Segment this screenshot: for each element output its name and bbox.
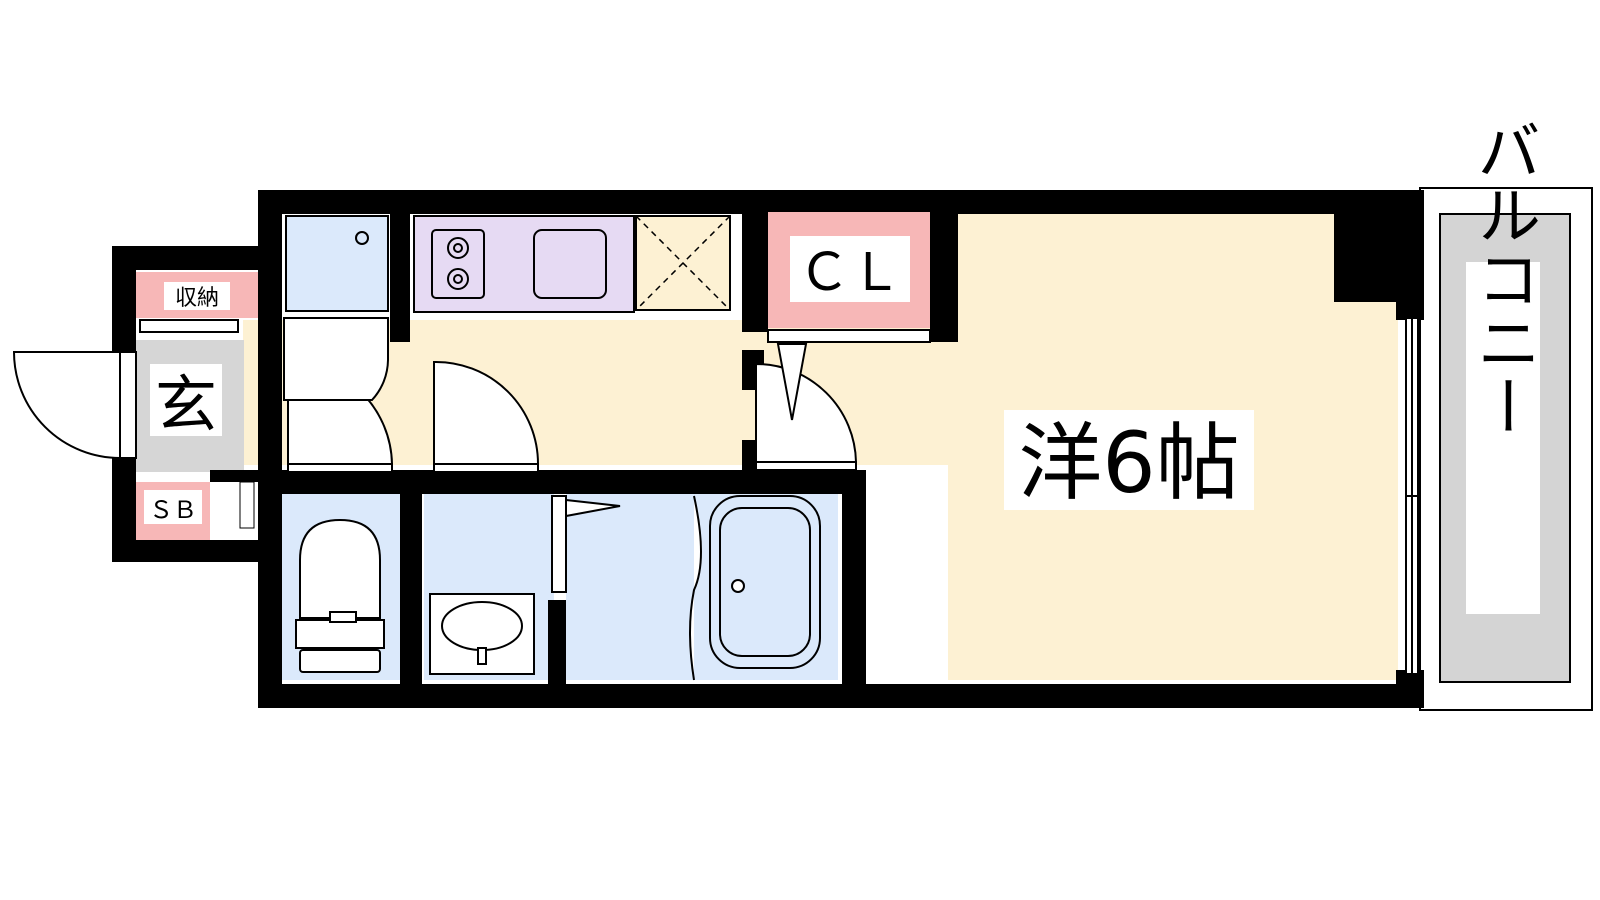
walls [112, 190, 1424, 708]
sink-icon [533, 229, 607, 299]
balcony-label-bg [1466, 262, 1540, 614]
doors [12, 317, 858, 593]
balcony-window [1405, 317, 1419, 675]
room-label-bg [1004, 410, 1254, 510]
balcony-label: バルコニー [1466, 118, 1540, 438]
shoe-box-label: ＳＢ [149, 496, 197, 524]
entrance-label-bg [150, 364, 222, 436]
western-room-label: 洋6帖 [1018, 414, 1239, 512]
storage-label: 収納 [175, 286, 219, 311]
storage-label-bg [164, 282, 230, 310]
closet-label: ＣＬ [798, 243, 902, 303]
washer-space [635, 215, 731, 311]
washbasin-icon [429, 593, 535, 675]
entrance-label: 玄 [155, 368, 217, 441]
shoe-box-label-bg [144, 490, 202, 524]
kitchen-counter [413, 215, 635, 313]
closet-label-bg [790, 236, 910, 302]
stove-icon [431, 229, 485, 299]
bathtub-icon [689, 495, 821, 681]
toilet-icon [295, 518, 385, 673]
fridge-icon [355, 231, 369, 245]
fridge-space [285, 215, 389, 312]
